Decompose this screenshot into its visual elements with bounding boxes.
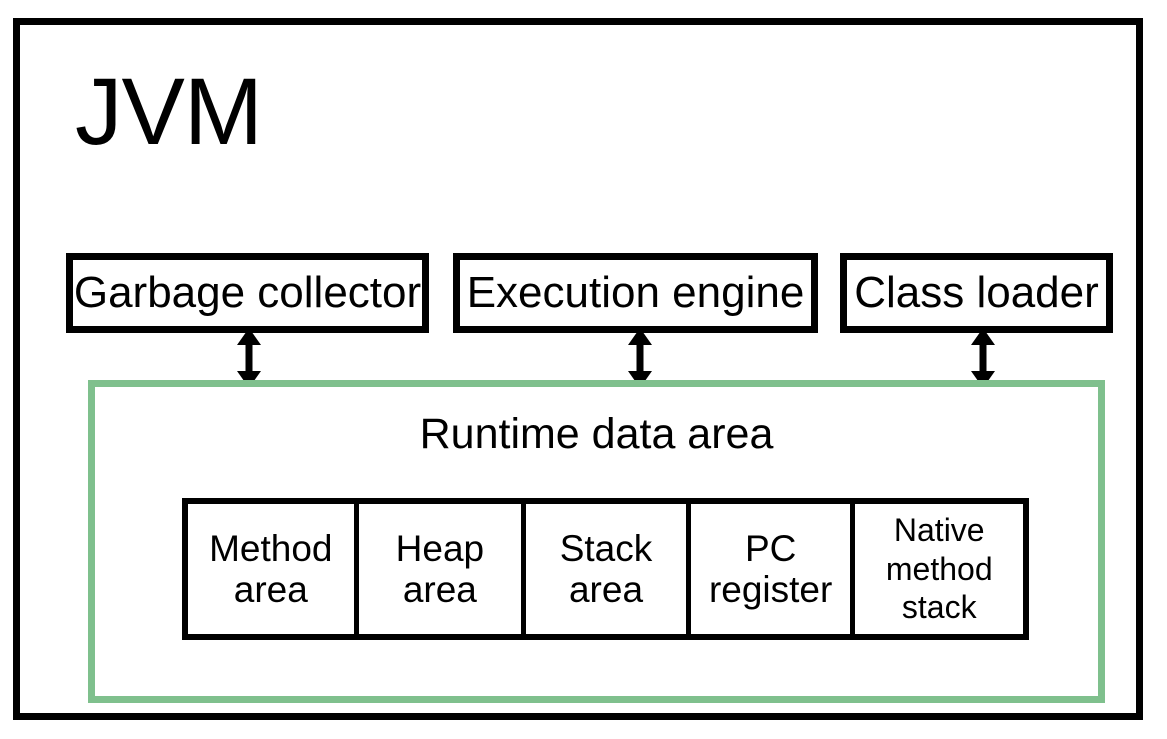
method-area-cell[interactable]: Method area [188, 504, 359, 634]
heap-area-cell[interactable]: Heap area [358, 504, 527, 634]
jvm-title: JVM [75, 59, 263, 165]
garbage-collector-box[interactable]: Garbage collector [66, 253, 429, 333]
native-method-stack-line3: stack [901, 589, 977, 626]
garbage-collector-label: Garbage collector [73, 268, 422, 317]
double-arrow-icon-class-loader [971, 328, 995, 388]
native-method-stack-cell[interactable]: Native method stack [855, 504, 1024, 634]
pc-register-line1: PC [744, 527, 797, 569]
pc-register-cell[interactable]: PC register [690, 504, 856, 634]
stack-area-line2: area [568, 569, 644, 610]
runtime-data-area-container: Runtime data area Method area Heap area … [88, 380, 1105, 703]
method-area-line1: Method [209, 527, 333, 569]
stack-area-line1: Stack [559, 527, 653, 569]
memory-areas-row: Method area Heap area Stack area PC regi… [182, 498, 1029, 640]
heap-area-line2: area [402, 569, 477, 610]
double-arrow-icon-execution-engine [628, 328, 652, 388]
pc-register-line2: register [708, 569, 833, 610]
heap-area-line1: Heap [395, 527, 485, 569]
native-method-stack-line1: Native [893, 512, 985, 549]
class-loader-label: Class loader [854, 268, 1099, 317]
method-area-line2: area [233, 569, 308, 610]
stack-area-cell[interactable]: Stack area [526, 504, 691, 634]
jvm-container: JVM Garbage collector Execution engine C… [13, 18, 1143, 720]
execution-engine-box[interactable]: Execution engine [453, 253, 818, 333]
native-method-stack-line2: method [885, 550, 993, 587]
class-loader-box[interactable]: Class loader [840, 253, 1113, 333]
runtime-data-area-title: Runtime data area [419, 410, 774, 458]
execution-engine-label: Execution engine [466, 268, 805, 317]
double-arrow-icon-garbage-collector [237, 328, 261, 388]
